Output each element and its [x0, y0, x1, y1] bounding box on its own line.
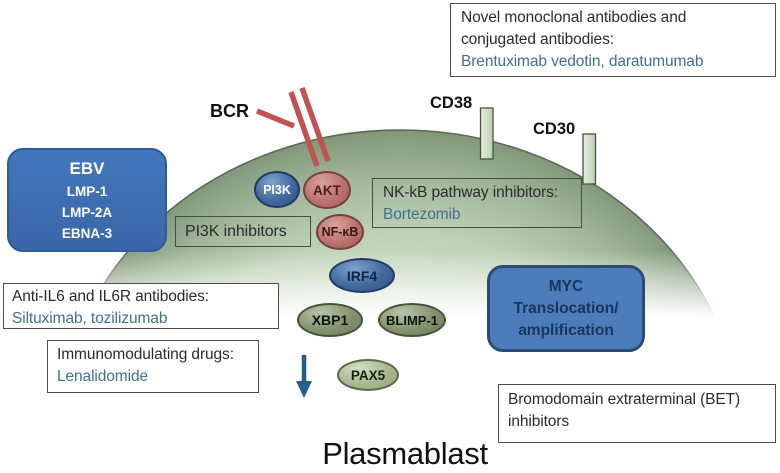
- akt-oval-label: AKT: [313, 182, 341, 198]
- cd38-receptor-icon: [479, 107, 494, 160]
- drug-names: Brentuximab vedotin, daratumumab: [461, 53, 704, 70]
- myc-line: MYC: [548, 278, 584, 295]
- pi3k-oval-label: PI3K: [263, 182, 291, 197]
- bcr-heavy-chain: [299, 87, 331, 162]
- myc-line: Translocation/: [513, 300, 619, 317]
- callout-text: Immunomodulating drugs:: [57, 346, 234, 363]
- cd38-label: CD38: [430, 94, 473, 112]
- myc-node: MYC Translocation/ amplification: [487, 265, 645, 352]
- ebv-node: EBV LMP-1 LMP-2A EBNA-3: [7, 148, 167, 252]
- xbp1-oval: XBP1: [297, 303, 363, 337]
- nfkb-oval: NF-κB: [316, 214, 364, 250]
- callout-text: PI3K inhibitors: [185, 223, 287, 240]
- pi3k-inhibitors-callout: PI3K inhibitors: [175, 216, 311, 247]
- novel-antibodies-callout: Novel monoclonal antibodies and conjugat…: [450, 3, 776, 77]
- ebv-line: LMP-2A: [61, 205, 113, 220]
- callout-text: Novel monoclonal antibodies and: [461, 9, 687, 26]
- drug-names: Lenalidomide: [57, 368, 149, 385]
- bcr-heavy-chain: [288, 91, 320, 167]
- drug-names: Siltuximab, tozilizumab: [12, 310, 168, 327]
- akt-oval: AKT: [303, 171, 351, 209]
- xbp1-oval-label: XBP1: [311, 312, 349, 328]
- cd30-label: CD30: [533, 120, 576, 138]
- callout-text: NK-kB pathway inhibitors:: [383, 184, 558, 201]
- irf4-oval-label: IRF4: [346, 267, 378, 284]
- bcr-label: BCR: [210, 101, 249, 121]
- callout-text: inhibitors: [508, 413, 570, 430]
- bcr-antibody-icon: [255, 87, 331, 167]
- ebv-line: EBNA-3: [61, 226, 113, 241]
- ebv-line: LMP-1: [66, 184, 108, 199]
- nfkb-oval-label: NF-κB: [321, 225, 359, 239]
- callout-text: Bromodomain extraterminal (BET): [508, 391, 741, 408]
- irf4-oval: IRF4: [329, 258, 395, 293]
- cd30-receptor-icon: [582, 133, 597, 185]
- blimp1-oval: BLIMP-1: [378, 303, 446, 337]
- bet-inhibitors-callout: Bromodomain extraterminal (BET) inhibito…: [498, 384, 776, 443]
- drug-names: Bortezomib: [383, 206, 461, 223]
- myc-line: amplification: [518, 322, 614, 339]
- callout-text: conjugated antibodies:: [461, 31, 614, 48]
- bcr-light-chain: [255, 108, 296, 129]
- immunomodulating-callout: Immunomodulating drugs: Lenalidomide: [47, 340, 259, 393]
- nkkb-inhibitors-callout: NK-kB pathway inhibitors: Bortezomib: [372, 178, 582, 228]
- blimp1-oval-label: BLIMP-1: [386, 312, 438, 328]
- anti-il6-callout: Anti-IL6 and IL6R antibodies: Siltuximab…: [3, 283, 279, 329]
- ebv-title: EBV: [69, 159, 105, 178]
- pax5-oval-label: PAX5: [350, 367, 386, 383]
- pax5-oval: PAX5: [337, 359, 399, 391]
- callout-text: Anti-IL6 and IL6R antibodies:: [12, 288, 210, 305]
- diagram-title: Plasmablast: [322, 436, 488, 471]
- down-arrow-head: [296, 381, 312, 398]
- down-arrow-icon: [296, 355, 312, 398]
- pi3k-oval: PI3K: [254, 171, 300, 208]
